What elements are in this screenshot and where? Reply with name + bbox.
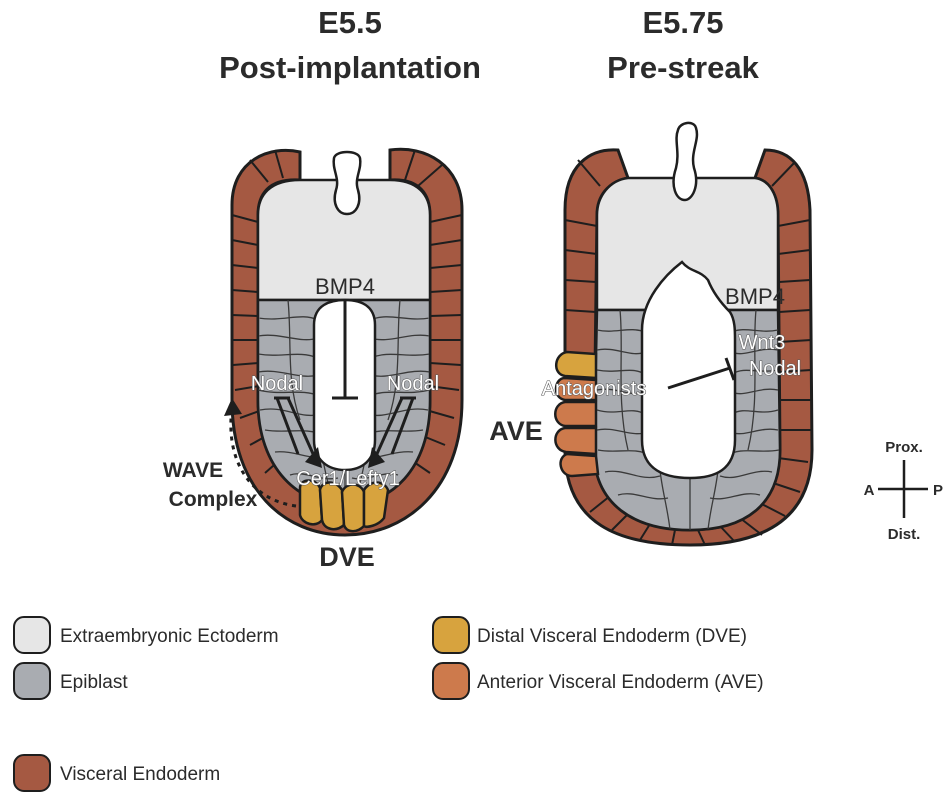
ave-label: AVE <box>489 416 543 446</box>
right-embryo: BMP4 Wnt3 Nodal Antagonists AVE <box>489 123 812 545</box>
legend-swatch-visceral-endoderm <box>14 755 50 791</box>
wave-label-line1: WAVE <box>163 459 223 482</box>
left-nodal-anterior-label: Nodal <box>251 373 303 395</box>
axis-dist-label: Dist. <box>888 526 921 543</box>
legend: Extraembryonic Ectoderm Epiblast Distal … <box>14 617 764 791</box>
right-wnt3-label: Wnt3 <box>739 332 786 354</box>
legend-swatch-dve <box>433 617 469 653</box>
legend-swatch-epiblast <box>14 663 50 699</box>
left-cer1-lefty1-label: Cer1/Lefty1 <box>296 468 399 490</box>
left-stage-title: E5.5 <box>318 5 382 40</box>
axis-compass: Prox. Dist. A P <box>864 439 943 543</box>
legend-label-extraembryonic-ectoderm: Extraembryonic Ectoderm <box>60 626 279 647</box>
right-stage-title: E5.75 <box>642 5 723 40</box>
legend-swatch-extraembryonic-ectoderm <box>14 617 50 653</box>
wave-label-line2: Complex <box>169 488 258 511</box>
legend-label-dve: Distal Visceral Endoderm (DVE) <box>477 626 747 647</box>
left-embryo: BMP4 Nodal Nodal Cer1/Lefty1 WAVE Comple… <box>163 149 462 572</box>
legend-label-epiblast: Epiblast <box>60 672 128 693</box>
right-ectoplacental-cleft <box>674 123 697 200</box>
axis-a-label: A <box>864 482 875 499</box>
right-panel-title: Pre-streak <box>607 50 759 85</box>
left-panel-title: Post-implantation <box>219 50 481 85</box>
left-ectoplacental-cleft <box>334 152 361 214</box>
legend-label-visceral-endoderm: Visceral Endoderm <box>60 764 220 785</box>
right-antagonists-label: Antagonists <box>542 378 647 400</box>
left-bmp4-label: BMP4 <box>315 274 375 299</box>
legend-label-ave: Anterior Visceral Endoderm (AVE) <box>477 672 764 693</box>
left-nodal-posterior-label: Nodal <box>387 373 439 395</box>
right-nodal-label: Nodal <box>749 358 801 380</box>
axis-p-label: P <box>933 482 943 499</box>
dve-label: DVE <box>319 542 375 572</box>
axis-prox-label: Prox. <box>885 439 923 456</box>
legend-swatch-ave <box>433 663 469 699</box>
right-ave-top-cell <box>556 352 596 378</box>
right-bmp4-label: BMP4 <box>725 284 785 309</box>
